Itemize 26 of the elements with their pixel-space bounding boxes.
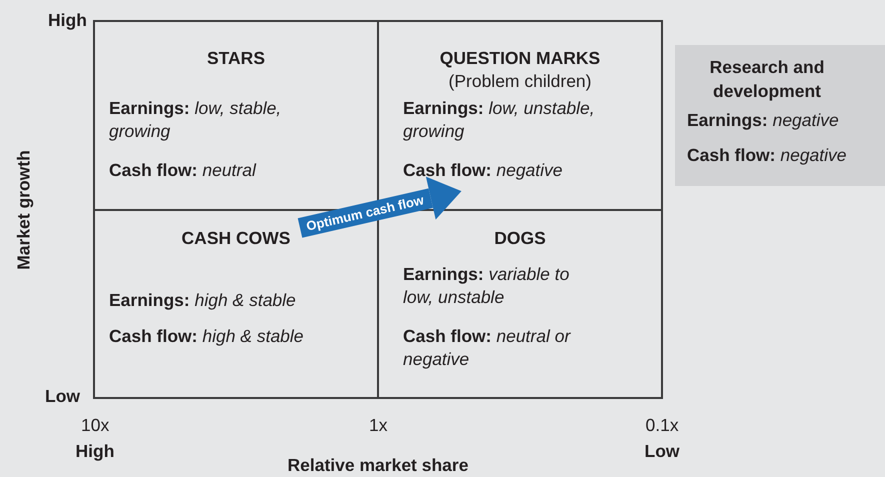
axis-label: High [76, 441, 114, 462]
quadrant-text: Earnings: low, stable, growing [109, 97, 282, 143]
quadrant-heading: QUESTION MARKS [440, 47, 600, 70]
quadrant-text: Cash flow: high & stable [109, 325, 304, 348]
axis-label: High [48, 10, 87, 31]
arrow [298, 176, 462, 238]
quadrant-text: Cash flow: neutral or negative [403, 325, 572, 371]
edge-label: Optimum cash flow [305, 192, 426, 234]
quadrant-heading: STARS [206, 47, 265, 70]
quadrant-text: Earnings: low, unstable, growing [403, 97, 596, 143]
quadrant-text: Earnings: variable to low, unstable [403, 263, 570, 309]
quadrant-subheading: (Problem children) [448, 70, 592, 93]
axis-label: Low [45, 386, 80, 407]
quadrant-text: Earnings: negative [687, 109, 839, 132]
quadrant-heading: DOGS [494, 227, 546, 250]
tick-label: 1x [369, 415, 388, 436]
quadrant-text: Cash flow: negative [403, 159, 563, 182]
quadrant-heading: CASH COWS [182, 227, 290, 250]
tick-label: 10x [81, 415, 110, 436]
axis-title: Relative market share [288, 455, 468, 476]
quadrant-text: Cash flow: negative [687, 144, 847, 167]
axis-title: Market growth [14, 150, 34, 270]
quadrant-text: Earnings: high & stable [109, 289, 296, 312]
tick-label: 0.1x [646, 415, 679, 436]
axis-label: Low [644, 441, 680, 462]
quadrant-text: Cash flow: neutral [109, 159, 256, 182]
